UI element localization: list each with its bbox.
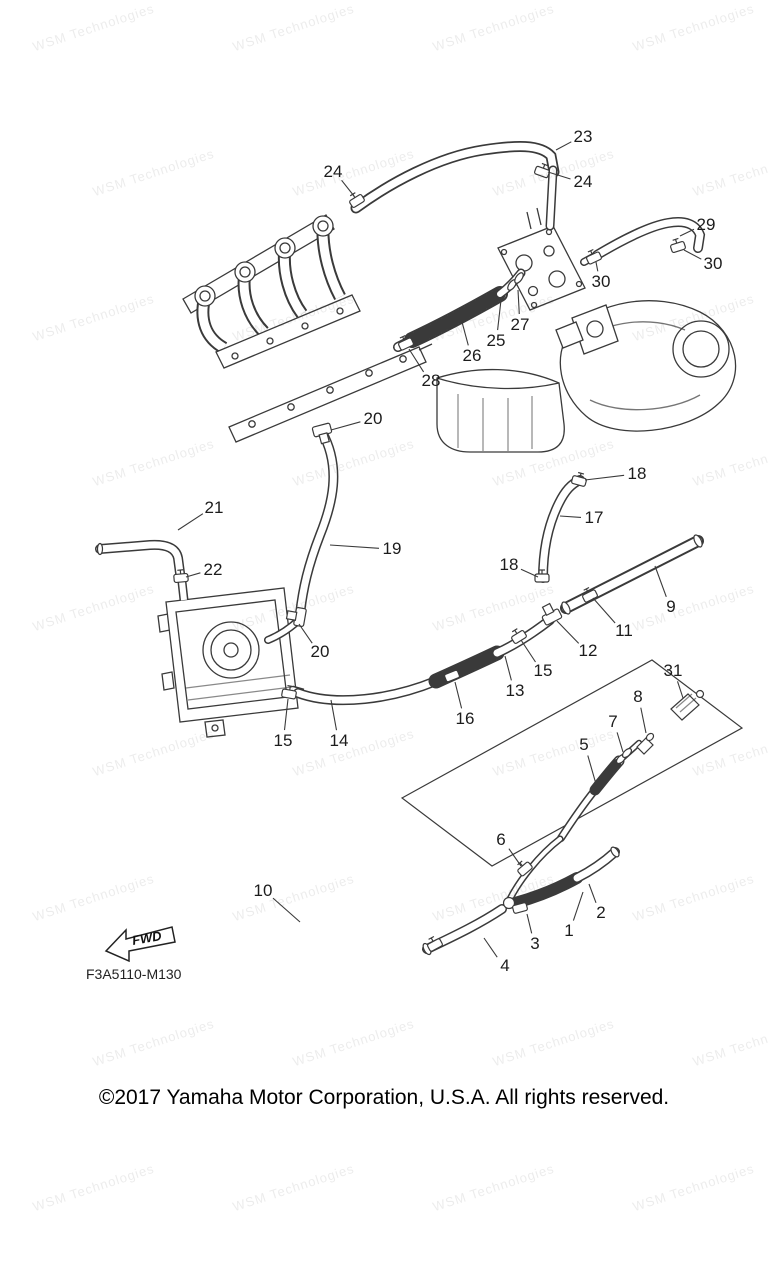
- bellows-hose-16: [428, 645, 505, 689]
- hose-21: [95, 539, 185, 578]
- diagram-code: F3A5110-M130: [86, 966, 182, 982]
- hose-23: [350, 140, 560, 214]
- exhaust-pipe-rail: [228, 343, 433, 443]
- bottom-hose-assembly: [422, 835, 620, 956]
- oil-cooler: [157, 581, 305, 738]
- exhaust-muffler: [555, 300, 737, 432]
- fwd-arrow: FWD: [104, 926, 176, 963]
- fitting-8: [636, 732, 655, 755]
- hose-19: [295, 427, 339, 619]
- mounting-panel: [400, 659, 744, 867]
- copyright-text: ©2017 Yamaha Motor Corporation, U.S.A. A…: [98, 1086, 670, 1109]
- bellows-hose-26: [393, 268, 526, 352]
- hose-14: [293, 676, 441, 706]
- oil-pan: [436, 368, 565, 453]
- leader-lines: [177, 141, 702, 958]
- nozzle-31: [670, 689, 705, 721]
- hose-17: [538, 475, 585, 583]
- tube-9: [560, 534, 704, 615]
- tee-fitting-20-lower: [264, 605, 308, 644]
- thermostat-plate: [497, 207, 586, 311]
- fitting-7: [615, 747, 633, 765]
- plate-inlet-tube: [545, 165, 558, 231]
- exhaust-manifold: [182, 214, 361, 369]
- fwd-arrow-label: FWD: [131, 928, 163, 948]
- joint-rings-27: [507, 272, 524, 291]
